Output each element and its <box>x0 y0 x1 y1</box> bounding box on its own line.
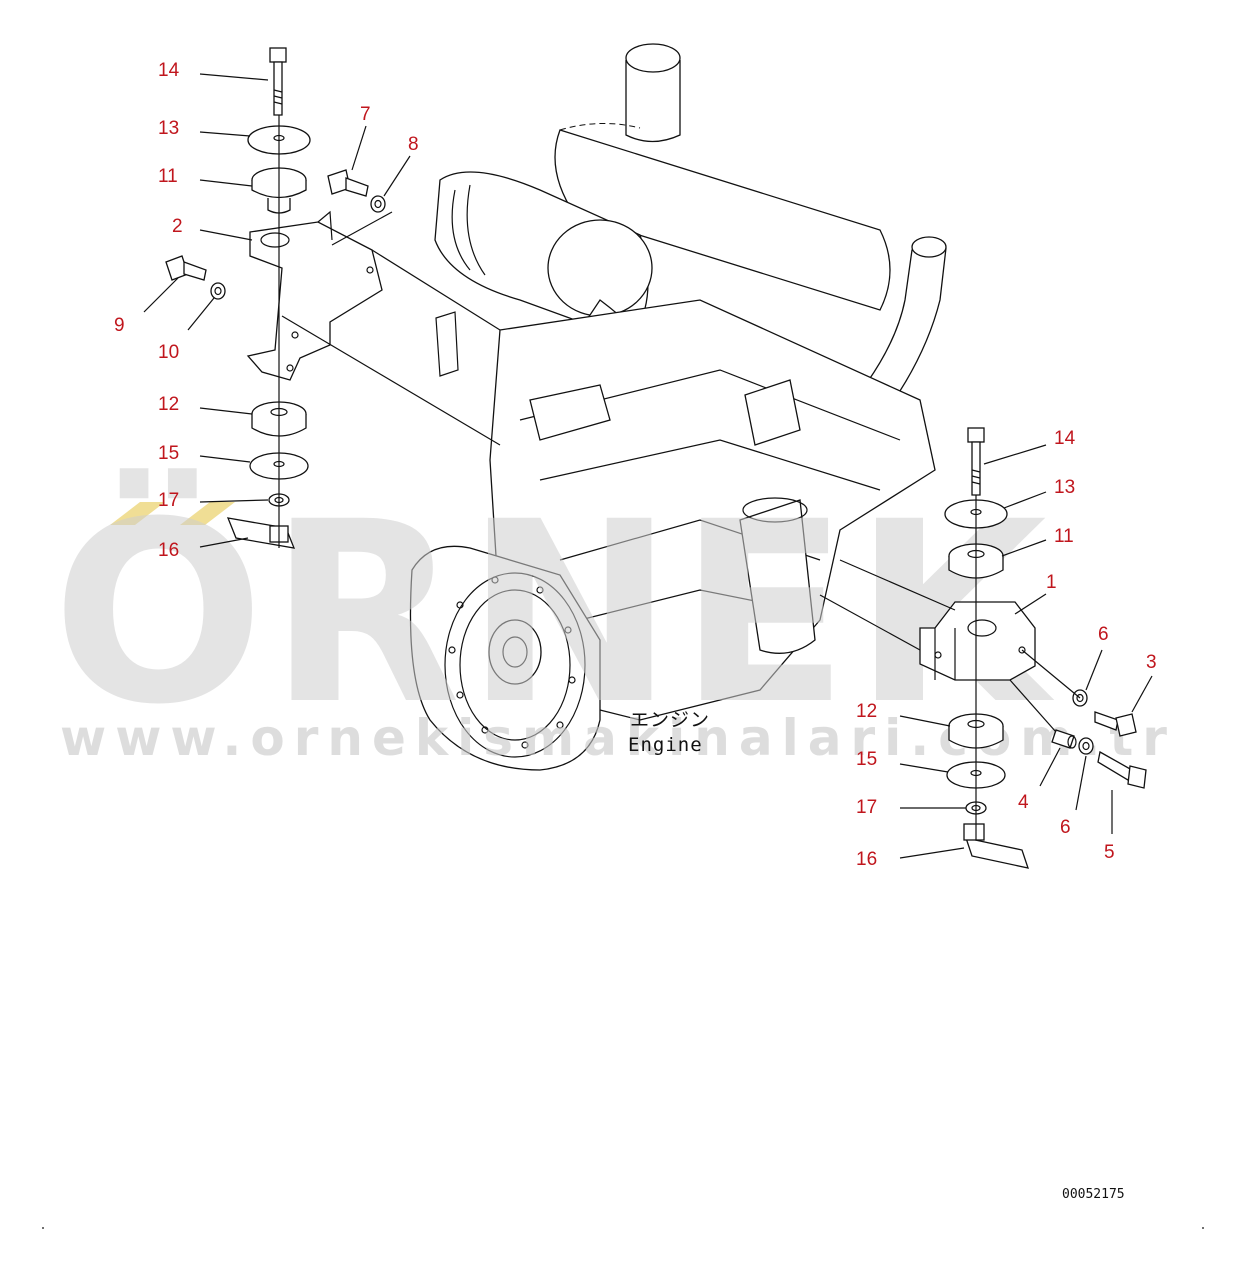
drawing-number: 00052175 <box>1062 1187 1125 1202</box>
callouts-left: 14 13 11 7 8 2 9 10 12 15 17 16 <box>114 60 419 561</box>
callout-10: 10 <box>158 342 179 363</box>
callout-3: 3 <box>1146 652 1157 673</box>
callout-16-left: 16 <box>158 540 179 561</box>
callout-2: 2 <box>172 216 183 237</box>
left-mount-parts <box>165 47 501 549</box>
callout-15-right: 15 <box>856 749 877 770</box>
callout-17-left: 17 <box>158 490 179 511</box>
watermark-url: www.ornekismakinalari.com.tr <box>60 709 1176 767</box>
engine-label-japanese: エンジン <box>630 709 710 731</box>
callout-15-left: 15 <box>158 443 179 464</box>
watermark-brand: ÖRNEK <box>52 468 1055 759</box>
callout-9: 9 <box>114 315 125 336</box>
callout-14-right: 14 <box>1054 428 1076 449</box>
engine-label: エンジン Engine <box>628 709 710 756</box>
callout-5: 5 <box>1104 842 1115 863</box>
callout-11-right: 11 <box>1054 526 1074 547</box>
callout-6-lower: 6 <box>1060 817 1071 838</box>
callout-13-left: 13 <box>158 118 179 139</box>
callout-17-right: 17 <box>856 797 877 818</box>
callout-6-upper: 6 <box>1098 624 1109 645</box>
leader-lines-right <box>899 444 1153 859</box>
callout-12-right: 12 <box>856 701 877 722</box>
engine-label-english: Engine <box>628 734 703 756</box>
callouts-right: 14 13 11 1 6 3 12 15 4 6 5 17 16 <box>856 428 1157 870</box>
right-mount-parts <box>819 427 1147 869</box>
callout-7: 7 <box>360 104 371 125</box>
callout-8: 8 <box>408 134 419 155</box>
callout-1: 1 <box>1046 572 1057 593</box>
callout-14-left: 14 <box>158 60 180 81</box>
callout-4: 4 <box>1018 792 1029 813</box>
callout-13-right: 13 <box>1054 477 1075 498</box>
callout-16-right: 16 <box>856 849 877 870</box>
callout-12-left: 12 <box>158 394 179 415</box>
leader-lines-left <box>143 73 411 548</box>
callout-11-left: 11 <box>158 166 178 187</box>
engine-assembly <box>409 43 947 771</box>
watermark: ÖRNEK www.ornekismakinalari.com.tr <box>52 468 1176 767</box>
